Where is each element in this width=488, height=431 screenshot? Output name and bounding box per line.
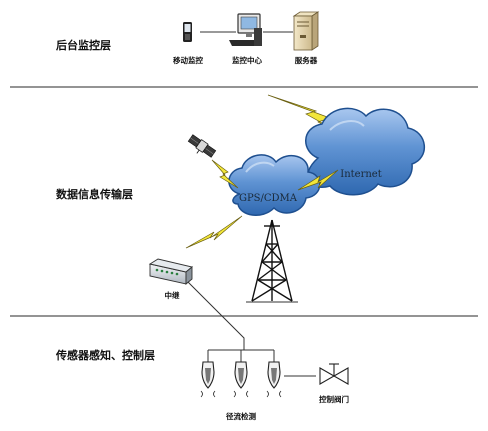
- runoff-sensor-icon: [233, 361, 249, 398]
- node-label-runoff: 径流检测: [226, 411, 256, 421]
- cloud-label-internet: Internet: [340, 169, 381, 180]
- gps-cdma-cloud: [228, 154, 321, 216]
- lightning-relay-gps: [185, 215, 243, 249]
- valve-icon: [319, 363, 349, 385]
- relay-icon: [148, 258, 193, 285]
- layer-label-transmission: 数据信息传输层: [56, 187, 133, 201]
- runoff-sensor-icon: [266, 361, 282, 398]
- cloud-label-gps-cdma: GPS/CDMA: [239, 193, 298, 204]
- layer-label-backend: 后台监控层: [56, 38, 111, 52]
- computer-icon: [229, 13, 262, 46]
- node-label-mobile: 移动监控: [173, 55, 203, 65]
- internet-cloud: [305, 107, 426, 196]
- lightning-satellite-gps: [211, 159, 239, 189]
- lightning-gps-internet: [297, 169, 339, 191]
- node-label-valve: 控制阀门: [319, 394, 349, 404]
- layer-label-sensing: 传感器感知、控制层: [55, 348, 155, 362]
- node-label-server: 服务器: [295, 55, 318, 65]
- satellite-icon: [187, 134, 217, 158]
- node-label-monitor-center: 监控中心: [232, 55, 262, 65]
- server-icon: [292, 11, 320, 51]
- runoff-sensor-icon: [200, 361, 216, 398]
- tower-icon: [251, 219, 293, 302]
- mobile-phone-icon: [183, 22, 192, 42]
- link-relay-sensors: [187, 281, 245, 350]
- node-label-relay: 中继: [165, 290, 180, 300]
